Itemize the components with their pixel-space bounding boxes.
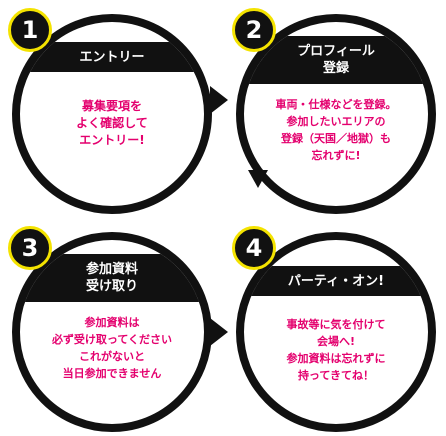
step-2: プロフィール 登録 車両・仕様などを登録。 参加したいエリアの 登録（天国／地獄… [232, 8, 436, 214]
step-3-right-arrow-icon [210, 318, 228, 346]
step-4-body-line: 事故等に気を付けて [286, 318, 386, 331]
step-1-circle: エントリー 募集要項を よく確認して エントリー! [12, 14, 212, 214]
step-2-body-line: 参加したいエリアの [286, 115, 386, 128]
step-2-heading-line: プロフィール [297, 44, 375, 59]
step-3-body-line: 参加資料は [84, 316, 140, 329]
step-4-number-badge: 4 [232, 226, 276, 270]
step-2-down-pointer-icon [248, 170, 268, 188]
step-1-heading: エントリー [20, 42, 204, 72]
step-4-body-line: 会場へ! [316, 335, 356, 348]
step-3-heading-line: 受け取り [85, 279, 138, 294]
step-1-body-line: 募集要項を [81, 99, 142, 113]
step-4-body: 事故等に気を付けて 会場へ! 参加資料は忘れずに 持ってきてね！ [254, 316, 418, 384]
step-4-heading: パーティ・オン! [244, 266, 428, 296]
step-2-body-line: 登録（天国／地獄）も [281, 132, 391, 145]
step-1-body-line: よく確認して [76, 116, 148, 130]
step-4-heading-line: パーティ・オン! [287, 273, 385, 289]
step-4-circle: パーティ・オン! 事故等に気を付けて 会場へ! 参加資料は忘れずに 持ってきてね… [236, 232, 436, 432]
step-1-right-arrow-icon [210, 86, 228, 114]
step-1: エントリー 募集要項を よく確認して エントリー! 1 [8, 8, 212, 214]
step-3-body-line: これがないと [79, 350, 145, 363]
step-2-body-line: 忘れずに! [311, 149, 361, 162]
step-3-number-badge: 3 [8, 226, 52, 270]
step-1-heading-line: エントリー [79, 49, 145, 65]
step-2-body-line: 車両・仕様などを登録。 [275, 98, 397, 111]
step-3-body: 参加資料は 必ず受け取ってください これがないと 当日参加できません [28, 314, 196, 382]
step-2-heading: プロフィール 登録 [244, 36, 428, 84]
step-3-heading: 参加資料 受け取り [20, 254, 204, 302]
step-3-heading-line: 参加資料 [85, 262, 138, 277]
step-1-number-badge: 1 [8, 8, 52, 52]
step-3-body-line: 必ず受け取ってください [51, 333, 173, 346]
step-4-body-line: 参加資料は忘れずに [286, 352, 386, 365]
step-3-circle: 参加資料 受け取り 参加資料は 必ず受け取ってください これがないと 当日参加で… [12, 232, 212, 432]
step-3: 参加資料 受け取り 参加資料は 必ず受け取ってください これがないと 当日参加で… [8, 226, 212, 432]
step-4-body-line: 持ってきてね！ [297, 369, 375, 382]
step-1-body: 募集要項を よく確認して エントリー! [34, 98, 190, 149]
step-2-heading-line: 登録 [322, 61, 349, 76]
step-2-circle: プロフィール 登録 車両・仕様などを登録。 参加したいエリアの 登録（天国／地獄… [236, 14, 436, 214]
step-4: パーティ・オン! 事故等に気を付けて 会場へ! 参加資料は忘れずに 持ってきてね… [232, 226, 436, 432]
step-2-body: 車両・仕様などを登録。 参加したいエリアの 登録（天国／地獄）も 忘れずに! [254, 96, 418, 164]
step-3-body-line: 当日参加できません [62, 367, 162, 380]
step-2-number-badge: 2 [232, 8, 276, 52]
step-1-body-line: エントリー! [79, 133, 145, 147]
